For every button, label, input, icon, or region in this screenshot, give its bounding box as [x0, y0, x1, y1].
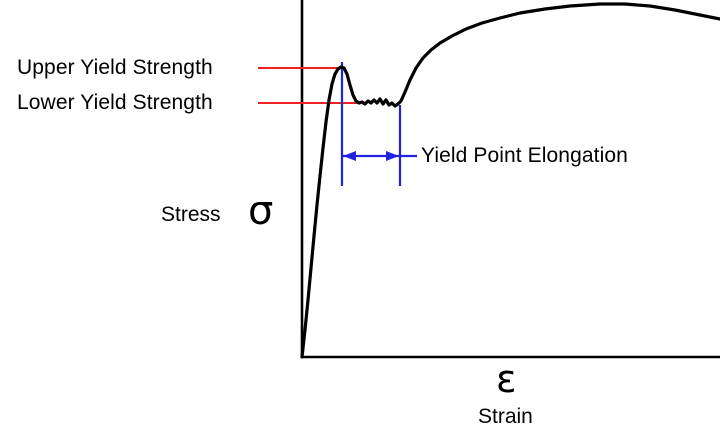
stress-axis-label: Stress	[161, 203, 221, 226]
stress-strain-curve	[300, 2, 720, 359]
ype-dimension-arrow	[343, 151, 417, 161]
yield-point-elongation-label: Yield Point Elongation	[421, 144, 628, 167]
strain-axis-label: Strain	[478, 405, 533, 428]
lower-yield-strength-label: Lower Yield Strength	[17, 91, 213, 114]
epsilon-symbol: ε	[496, 357, 517, 401]
upper-yield-strength-label: Upper Yield Strength	[17, 56, 213, 79]
sigma-symbol: σ	[248, 188, 274, 234]
